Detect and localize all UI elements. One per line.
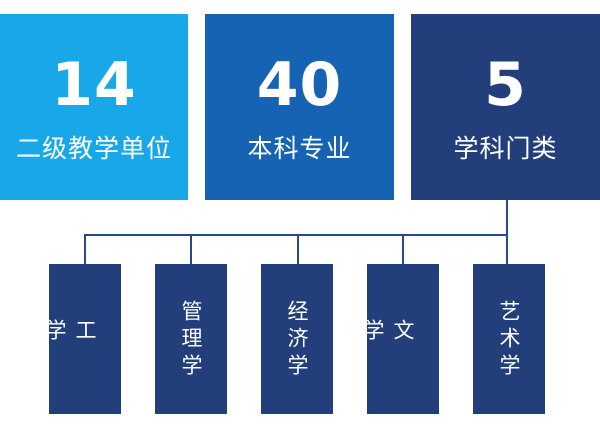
stat-label: 本科专业 [247, 134, 352, 163]
stat-number: 40 [256, 50, 343, 120]
discipline-label: 艺术学 [497, 299, 521, 381]
discipline-box-economics: 经济学 [261, 264, 333, 414]
stat-label: 二级教学单位 [15, 134, 172, 163]
discipline-label: 管理学 [179, 299, 203, 381]
stat-box-undergraduate-majors: 40 本科专业 [205, 14, 394, 200]
connector-branch [190, 234, 192, 264]
stat-label: 学科门类 [453, 134, 558, 163]
connector-trunk [506, 200, 508, 236]
stat-box-discipline-categories: 5 学科门类 [411, 14, 600, 200]
discipline-box-literature: 文学 [361, 264, 439, 414]
connector-branch [84, 234, 86, 264]
connector-branch [297, 234, 299, 264]
connector-horizontal [84, 234, 508, 236]
stat-number: 14 [51, 50, 137, 120]
discipline-box-management: 管理学 [155, 264, 227, 414]
discipline-box-arts: 艺术学 [473, 264, 545, 414]
discipline-label: 文学 [361, 318, 415, 362]
connector-branch [506, 234, 508, 264]
discipline-label: 经济学 [285, 299, 309, 381]
discipline-box-engineering: 工学 [43, 264, 121, 414]
stat-number: 5 [484, 50, 527, 120]
stat-box-teaching-units: 14 二级教学单位 [0, 14, 188, 200]
connector-branch [402, 234, 404, 264]
discipline-label: 工学 [43, 318, 97, 362]
